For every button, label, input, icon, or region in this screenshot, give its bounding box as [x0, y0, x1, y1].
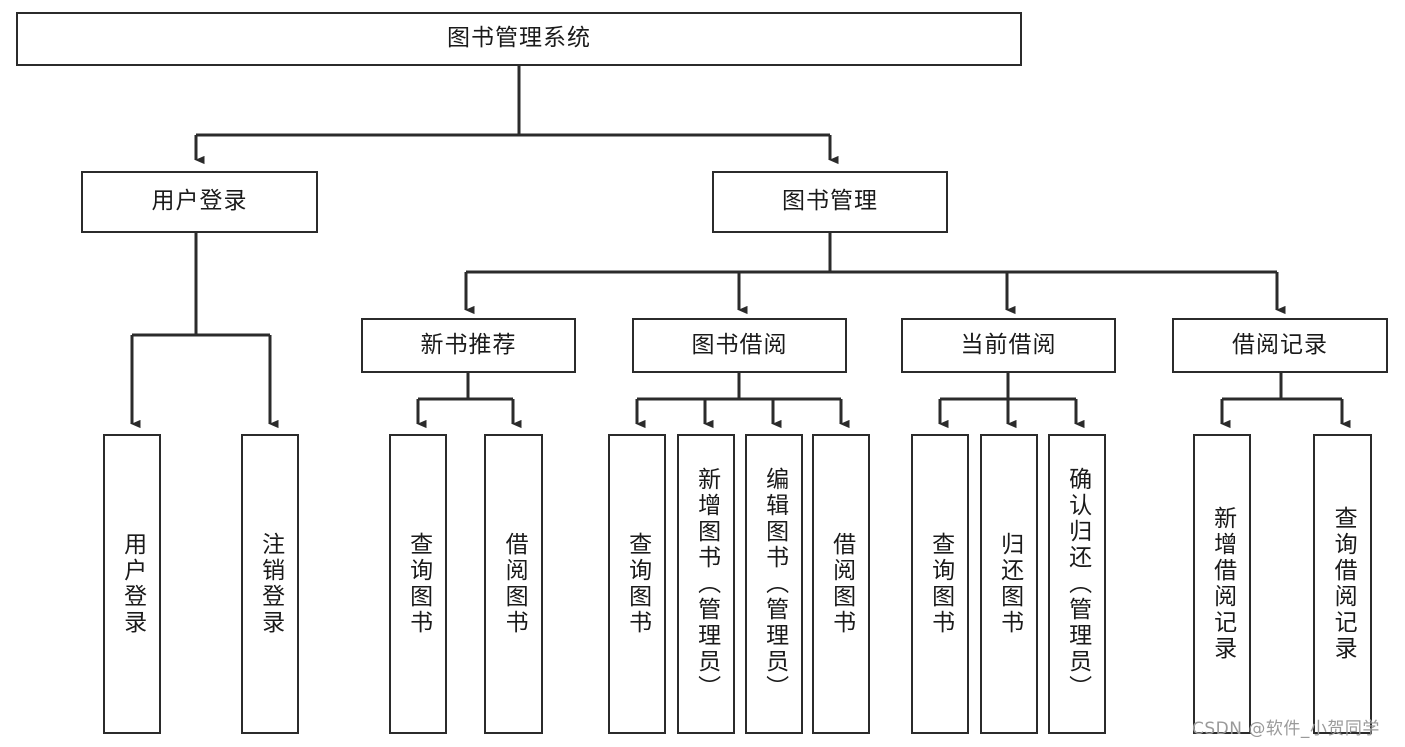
- node-new-book-recommend[interactable]: 新书推荐: [361, 318, 576, 373]
- node-current-borrow-label: 当前借阅: [960, 331, 1057, 358]
- node-leaf-query-record[interactable]: 查询借阅记录: [1313, 434, 1372, 734]
- node-user-login[interactable]: 用户登录: [81, 171, 318, 233]
- node-leaf-add-record-label: 新增借阅记录: [1209, 506, 1236, 662]
- node-user-login-label: 用户登录: [151, 188, 248, 215]
- node-leaf-borrow-book-bor-label: 借阅图书: [828, 532, 855, 636]
- csdn-watermark: CSDN @软件_小贺同学: [1192, 719, 1380, 739]
- node-leaf-edit-book[interactable]: 编辑图书（管理员）: [745, 434, 803, 734]
- node-leaf-user-login-label: 用户登录: [119, 532, 146, 636]
- node-leaf-borrow-book-bor[interactable]: 借阅图书: [812, 434, 870, 734]
- node-leaf-query-book-rec-label: 查询图书: [405, 532, 432, 636]
- node-leaf-confirm-return[interactable]: 确认归还（管理员）: [1048, 434, 1106, 734]
- node-leaf-user-login[interactable]: 用户登录: [103, 434, 161, 734]
- node-leaf-confirm-return-label: 确认归还（管理员）: [1064, 467, 1091, 701]
- node-leaf-add-record[interactable]: 新增借阅记录: [1193, 434, 1251, 734]
- node-leaf-query-record-label: 查询借阅记录: [1330, 506, 1357, 662]
- node-leaf-user-logout-label: 注销登录: [257, 532, 284, 636]
- node-leaf-return-book[interactable]: 归还图书: [980, 434, 1038, 734]
- node-leaf-edit-book-label: 编辑图书（管理员）: [761, 467, 788, 701]
- node-borrow-record-label: 借阅记录: [1232, 331, 1328, 358]
- node-leaf-query-book-cur-label: 查询图书: [927, 532, 954, 636]
- node-borrow-record[interactable]: 借阅记录: [1172, 318, 1388, 373]
- node-leaf-borrow-book-rec-label: 借阅图书: [501, 532, 528, 636]
- node-leaf-query-book-bor[interactable]: 查询图书: [608, 434, 666, 734]
- node-leaf-borrow-book-rec[interactable]: 借阅图书: [484, 434, 543, 734]
- node-leaf-return-book-label: 归还图书: [996, 532, 1023, 636]
- node-leaf-user-logout[interactable]: 注销登录: [241, 434, 299, 734]
- node-book-manage-label: 图书管理: [782, 188, 878, 215]
- node-root-label: 图书管理系统: [447, 25, 591, 52]
- node-current-borrow[interactable]: 当前借阅: [901, 318, 1116, 373]
- node-leaf-query-book-rec[interactable]: 查询图书: [389, 434, 447, 734]
- node-root[interactable]: 图书管理系统: [16, 12, 1022, 66]
- node-leaf-add-book-label: 新增图书（管理员）: [693, 467, 720, 701]
- node-leaf-query-book-bor-label: 查询图书: [624, 532, 651, 636]
- node-book-manage[interactable]: 图书管理: [712, 171, 948, 233]
- node-leaf-query-book-cur[interactable]: 查询图书: [911, 434, 969, 734]
- node-new-book-recommend-label: 新书推荐: [420, 331, 517, 358]
- node-book-borrow[interactable]: 图书借阅: [632, 318, 847, 373]
- node-book-borrow-label: 图书借阅: [691, 331, 788, 358]
- node-leaf-add-book[interactable]: 新增图书（管理员）: [677, 434, 735, 734]
